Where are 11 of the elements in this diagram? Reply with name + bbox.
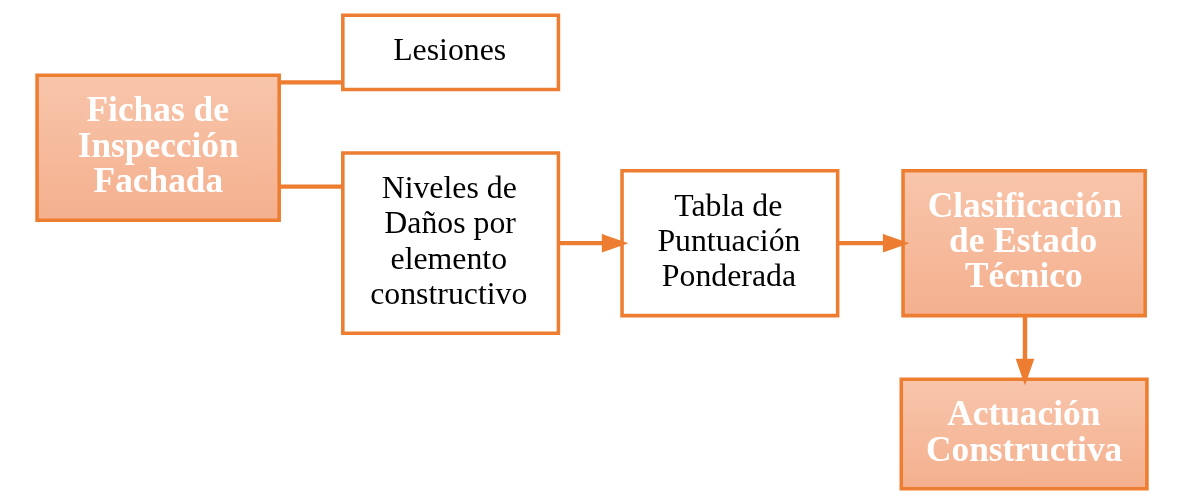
arrow: [1015, 315, 1035, 386]
node-box: Actuación Constructiva: [899, 377, 1149, 491]
node-box: Niveles de Daños por elemento constructivo: [341, 151, 561, 336]
node-box: Fichas de Inspección Fachada: [35, 73, 281, 222]
node-box: Clasificación de Estado Técnico: [901, 168, 1147, 318]
node-box: Tabla de Puntuación Ponderada: [620, 168, 840, 318]
connector: [279, 184, 343, 189]
arrow: [837, 233, 910, 253]
node-box: Lesiones: [341, 13, 561, 92]
arrow: [558, 233, 629, 253]
connector: [279, 80, 343, 85]
